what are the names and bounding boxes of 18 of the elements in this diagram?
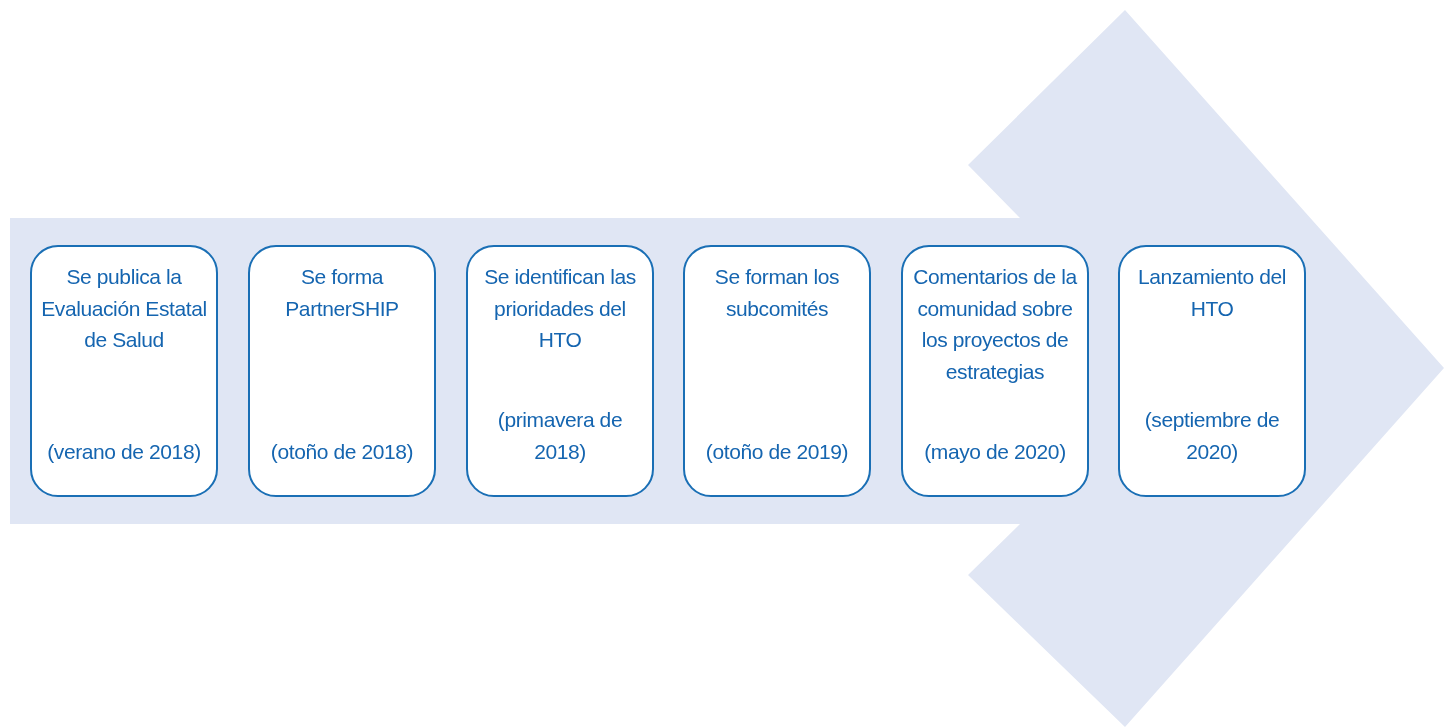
milestone-date: (primavera de 2018): [496, 407, 624, 465]
milestone-box: [466, 245, 654, 497]
milestone-box: [30, 245, 218, 497]
milestone-box: [248, 245, 436, 497]
milestone-title: Se publica la Evaluación Estatal de Salud: [40, 264, 208, 353]
milestone-title: Lanzamiento del HTO: [1136, 264, 1288, 322]
milestone-box: [683, 245, 871, 497]
milestone-title: Se forman los subcomités: [713, 264, 841, 322]
milestone-title: Se forma PartnerSHIP: [284, 264, 400, 322]
milestone-title: Comentarios de la comunidad sobre los proyectos de estrategias: [912, 264, 1078, 385]
milestone-title: Se identifican las prioridades del HTO: [483, 264, 637, 353]
milestone-date: (verano de 2018): [47, 438, 201, 465]
milestone-date: (septiembre de 2020): [1143, 407, 1281, 465]
milestone-date: (otoño de 2019): [705, 438, 849, 465]
milestone-box: [901, 245, 1089, 497]
milestone-box: [1118, 245, 1306, 497]
milestone-date: (otoño de 2018): [270, 438, 414, 465]
milestone-date: (mayo de 2020): [924, 438, 1066, 465]
